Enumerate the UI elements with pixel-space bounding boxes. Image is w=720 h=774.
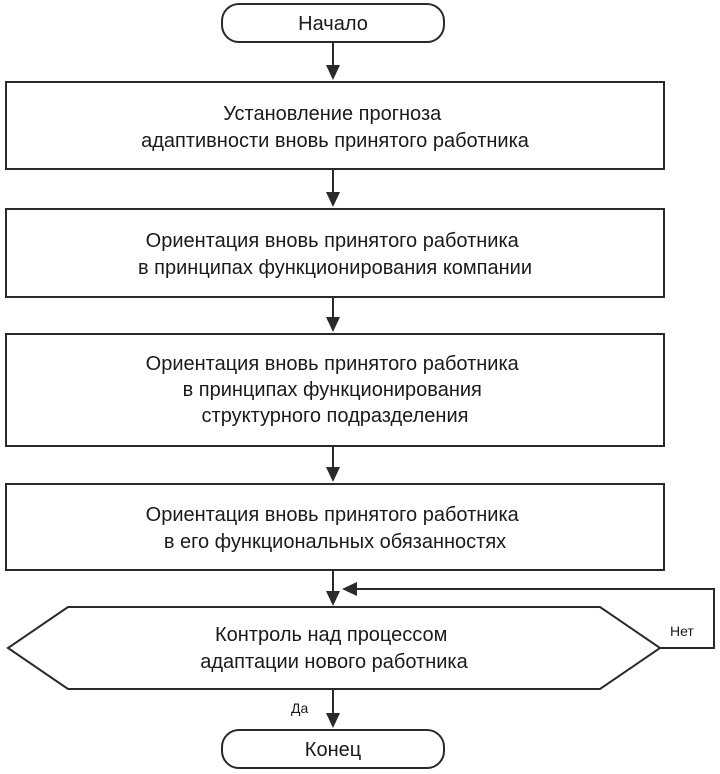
arrow-step-3-to-step-4: [326, 446, 340, 482]
step-2-line-2: в принципах функционирования компании: [138, 257, 532, 279]
end-terminal: Конец: [221, 729, 445, 769]
arrow-step-4-to-decision: [326, 570, 340, 606]
decision-line-2: адаптации нового работника: [200, 651, 468, 673]
arrow-decision-to-end: [326, 689, 340, 728]
start-label: Начало: [298, 13, 368, 35]
arrow-step-1-to-step-2: [326, 169, 340, 207]
step-2-line-1: Ориентация вновь принятого работника: [146, 230, 520, 252]
step-3-line-1: Ориентация вновь принятого работника: [146, 353, 520, 375]
process-step-4: Ориентация вновь принятого работника в е…: [5, 483, 665, 571]
process-step-2: Ориентация вновь принятого работника в п…: [5, 208, 665, 298]
svg-text:Ориентация вновь принятого раб: Ориентация вновь принятого работника в п…: [138, 230, 532, 279]
start-terminal: Начало: [221, 3, 445, 43]
no-loop-arrow: [342, 582, 715, 649]
svg-text:Контроль над процессом а: Контроль над процессом адаптации нового …: [200, 624, 468, 673]
decision-node: Контроль над процессом адаптации нового …: [6, 606, 662, 690]
svg-text:Ориентация вновь принятого раб: Ориентация вновь принятого работника в п…: [146, 353, 525, 427]
arrow-step-2-to-step-3: [326, 297, 340, 332]
process-step-3: Ориентация вновь принятого работника в п…: [5, 333, 665, 447]
no-label: Нет: [670, 623, 694, 639]
step-4-line-1: Ориентация вновь принятого работника: [146, 504, 520, 526]
step-4-line-2: в его функциональных обязанностях: [164, 531, 506, 553]
decision-line-1: Контроль над процессом: [215, 624, 447, 646]
svg-text:Ориентация вновь принятого раб: Ориентация вновь принятого работника в е…: [146, 504, 525, 553]
svg-text:Установление прогноза ад: Установление прогноза адаптивности вновь…: [141, 103, 530, 152]
yes-label: Да: [291, 700, 308, 716]
end-label: Конец: [305, 739, 361, 761]
process-step-1: Установление прогноза адаптивности вновь…: [5, 81, 665, 170]
arrow-start-to-step-1: [326, 42, 340, 80]
step-3-line-2: в принципах функционирования: [183, 379, 482, 401]
step-1-line-2: адаптивности вновь принятого работника: [141, 130, 530, 152]
step-3-line-3: структурного подразделения: [202, 405, 469, 427]
step-1-line-1: Установление прогноза: [223, 103, 442, 125]
